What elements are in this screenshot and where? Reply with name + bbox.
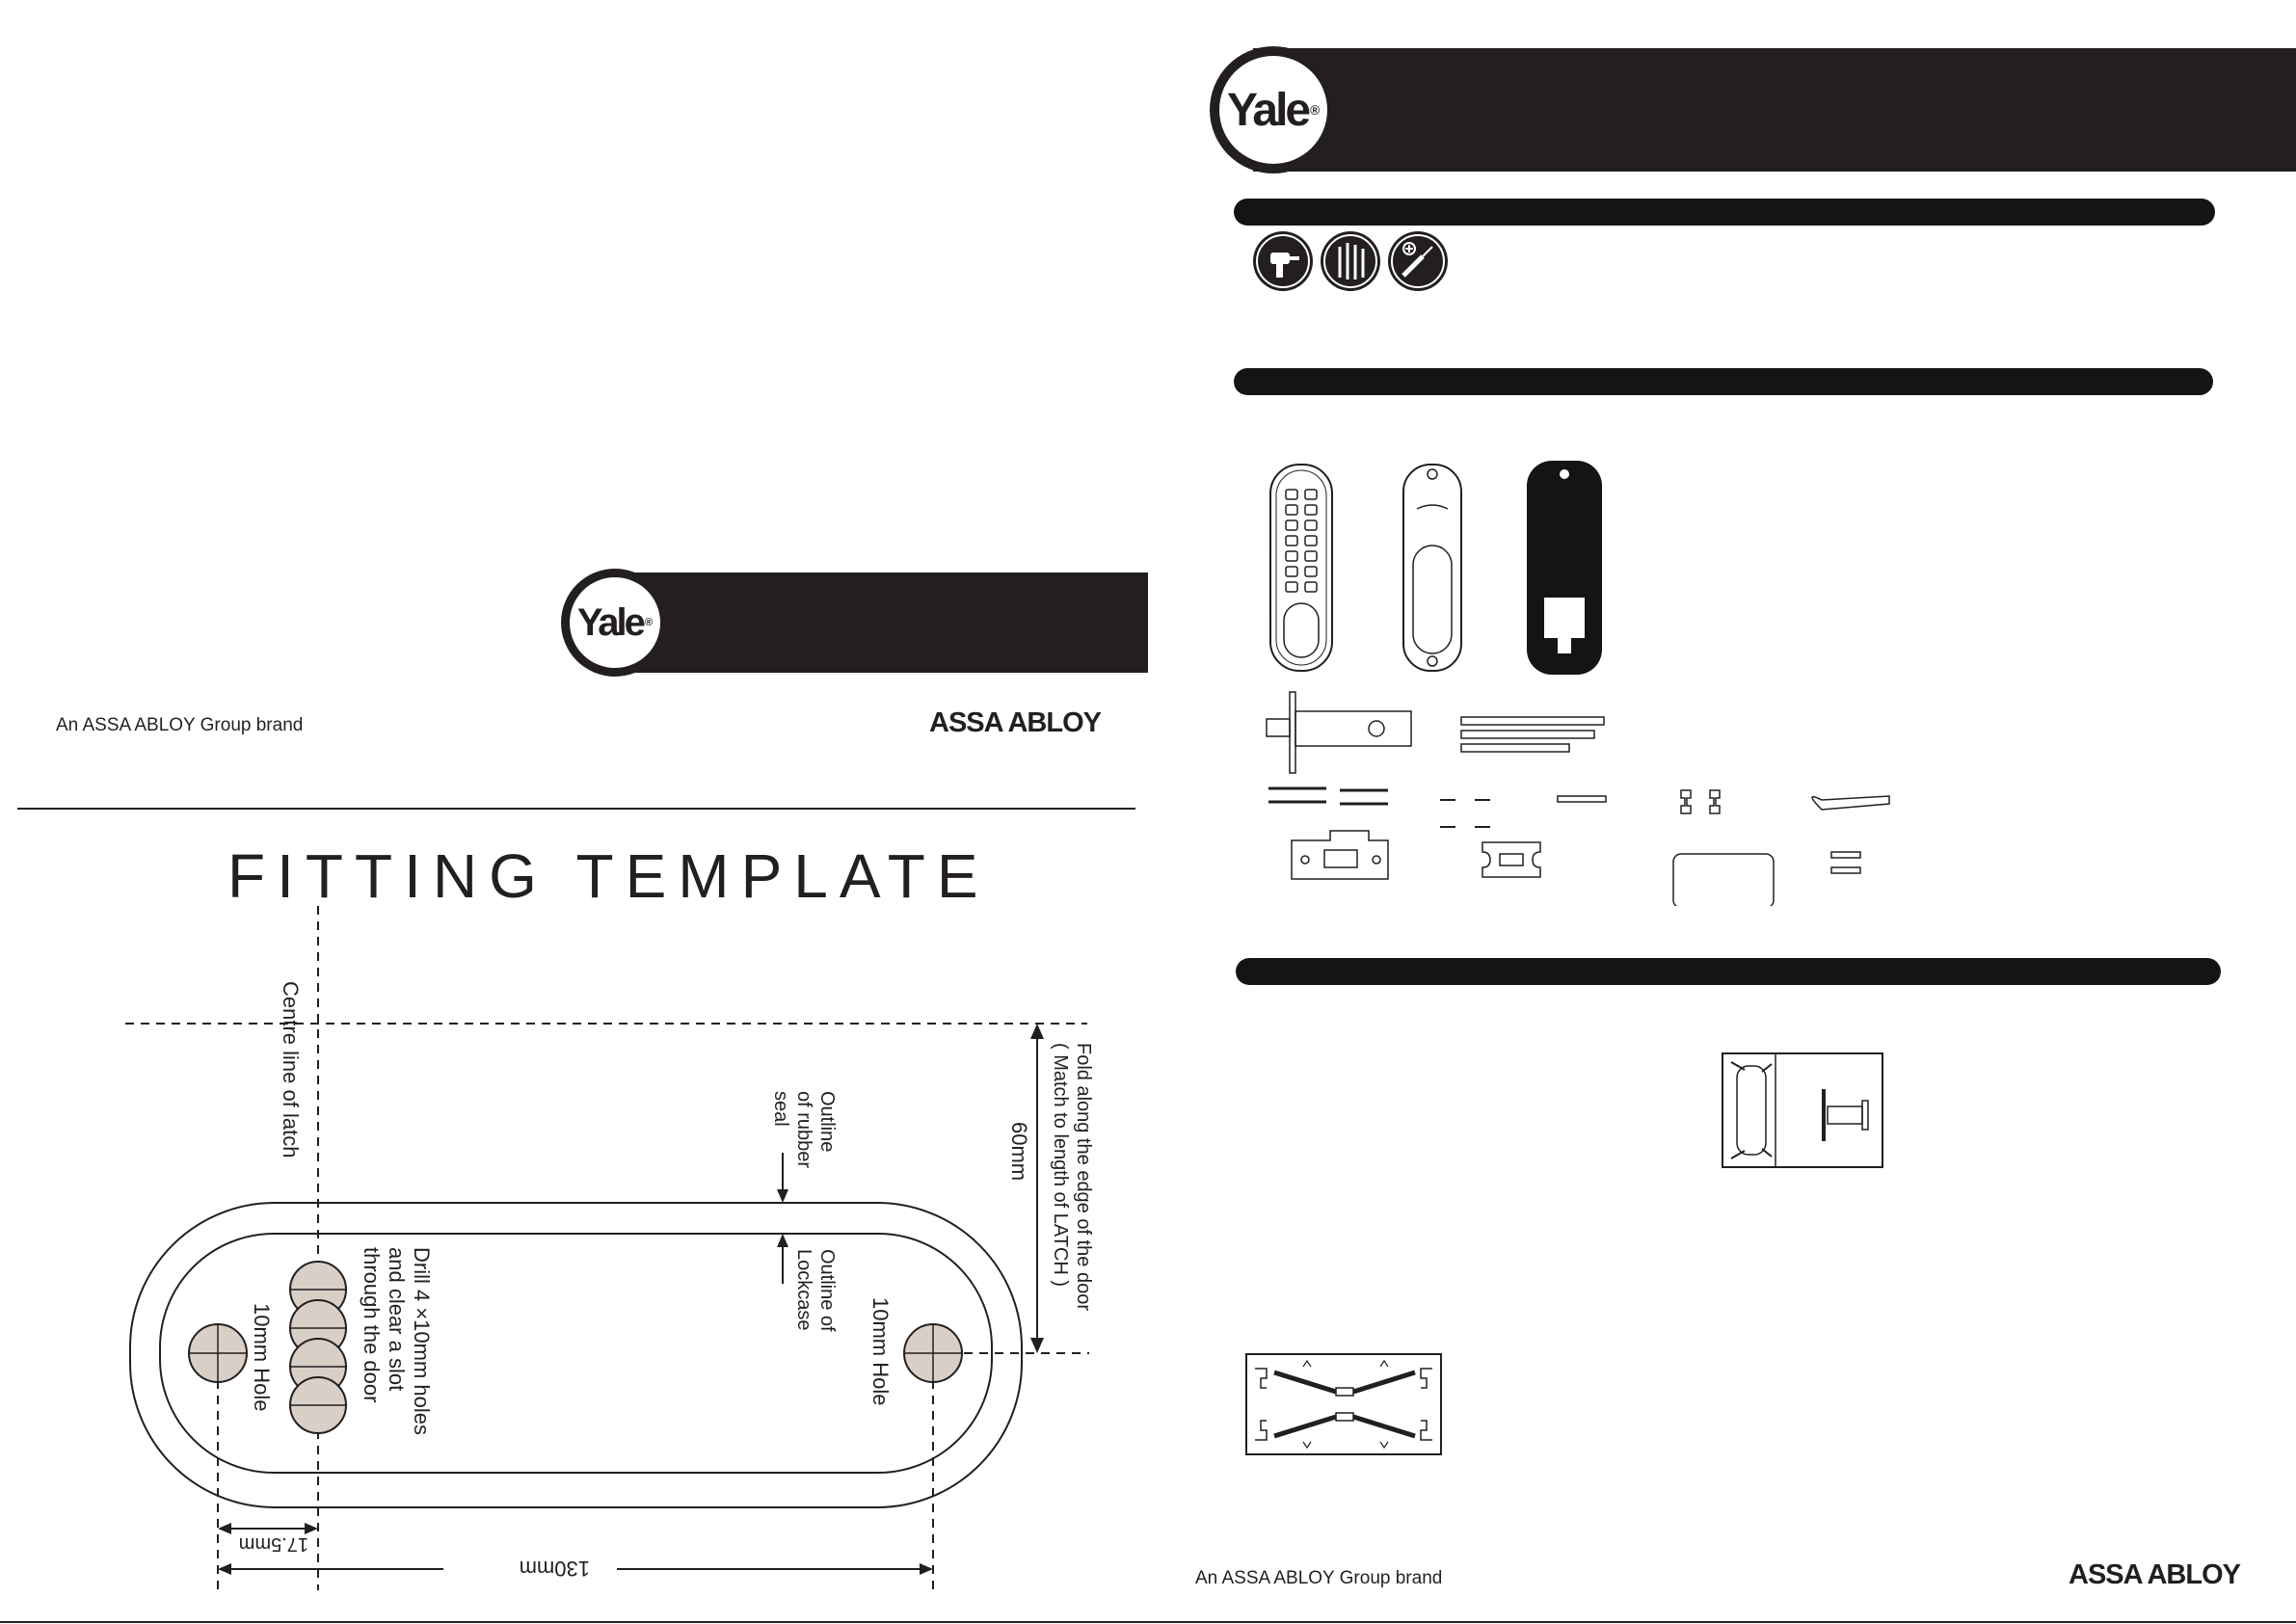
strike-plate (1291, 830, 1389, 880)
rubber-seal-outline (129, 1202, 1023, 1508)
fold-label-2: ( Match to length of LATCH ) (1050, 1043, 1071, 1287)
door-fitting-illustration (1722, 1052, 1883, 1168)
lockcase-label-1: Outline of (816, 1249, 838, 1332)
yale-logo: Yale® (561, 569, 669, 677)
dim-175-label: 17.5mm (239, 1533, 308, 1555)
centre-line-label: Centre line of latch (279, 981, 303, 1158)
cover-header-bar (600, 572, 1148, 673)
fitting-template-diagram: Centre line of latch Fold along the edge… (125, 906, 1094, 1590)
hole-left-label: 10mm Hole (250, 1303, 274, 1411)
yale-logo-large: Yale® (1210, 46, 1337, 173)
bottom-rule (0, 1621, 2296, 1623)
section-bar-instructions (1236, 958, 2221, 985)
spindles (1460, 716, 1605, 753)
dim-60-label: 60mm (1007, 1122, 1031, 1181)
template-title: FITTING TEMPLATE (227, 841, 990, 911)
fold-label-1: Fold along the edge of the door (1073, 1043, 1094, 1311)
rubber-seal (1527, 461, 1602, 675)
drill-icon (1253, 231, 1313, 291)
pin (1557, 795, 1607, 803)
screwdriver-icon (1388, 231, 1448, 291)
section-bar-tools (1234, 199, 2215, 226)
fold-divider (17, 808, 1135, 810)
drill-label-1: Drill 4 ×10mm holes (410, 1247, 434, 1435)
cover-assa-abloy-logo: ASSA ABLOY (929, 707, 1102, 738)
latch (1266, 691, 1412, 774)
spindle-bracket (1482, 841, 1541, 878)
drill-bits-icon (1321, 231, 1380, 291)
nut-clips (1680, 789, 1721, 814)
hole-right-label: 10mm Hole (868, 1297, 893, 1405)
bolts (1268, 786, 1388, 806)
instructions-header-bar (1253, 48, 2296, 172)
dim-130-label: 130mm (520, 1557, 590, 1581)
keypad-front-plate (1269, 464, 1333, 672)
code-card (1672, 853, 1775, 906)
drill-slot (289, 1261, 347, 1434)
lockcase-outline (159, 1233, 993, 1474)
cover-brand-tagline: An ASSA ABLOY Group brand (56, 715, 304, 735)
small-screws (1830, 851, 1861, 874)
instructions-assa-abloy-logo: ASSA ABLOY (2069, 1559, 2241, 1590)
handle-reversal-illustration (1245, 1353, 1442, 1455)
seal-label-2: of rubber (793, 1091, 814, 1168)
tweezers (1811, 795, 1890, 811)
drill-label-3: through the door (360, 1247, 384, 1402)
seal-label-1: Outline (816, 1091, 838, 1152)
lockcase-label-2: Lockcase (793, 1249, 814, 1331)
instructions-brand-tagline: An ASSA ABLOY Group brand (1195, 1568, 1443, 1588)
screws (1440, 799, 1490, 828)
drill-label-2: and clear a slot (385, 1247, 409, 1391)
section-bar-contents (1234, 368, 2213, 395)
seal-label-3: seal (770, 1091, 791, 1127)
back-plate (1402, 464, 1462, 672)
box-contents-illustration (1266, 461, 1890, 906)
